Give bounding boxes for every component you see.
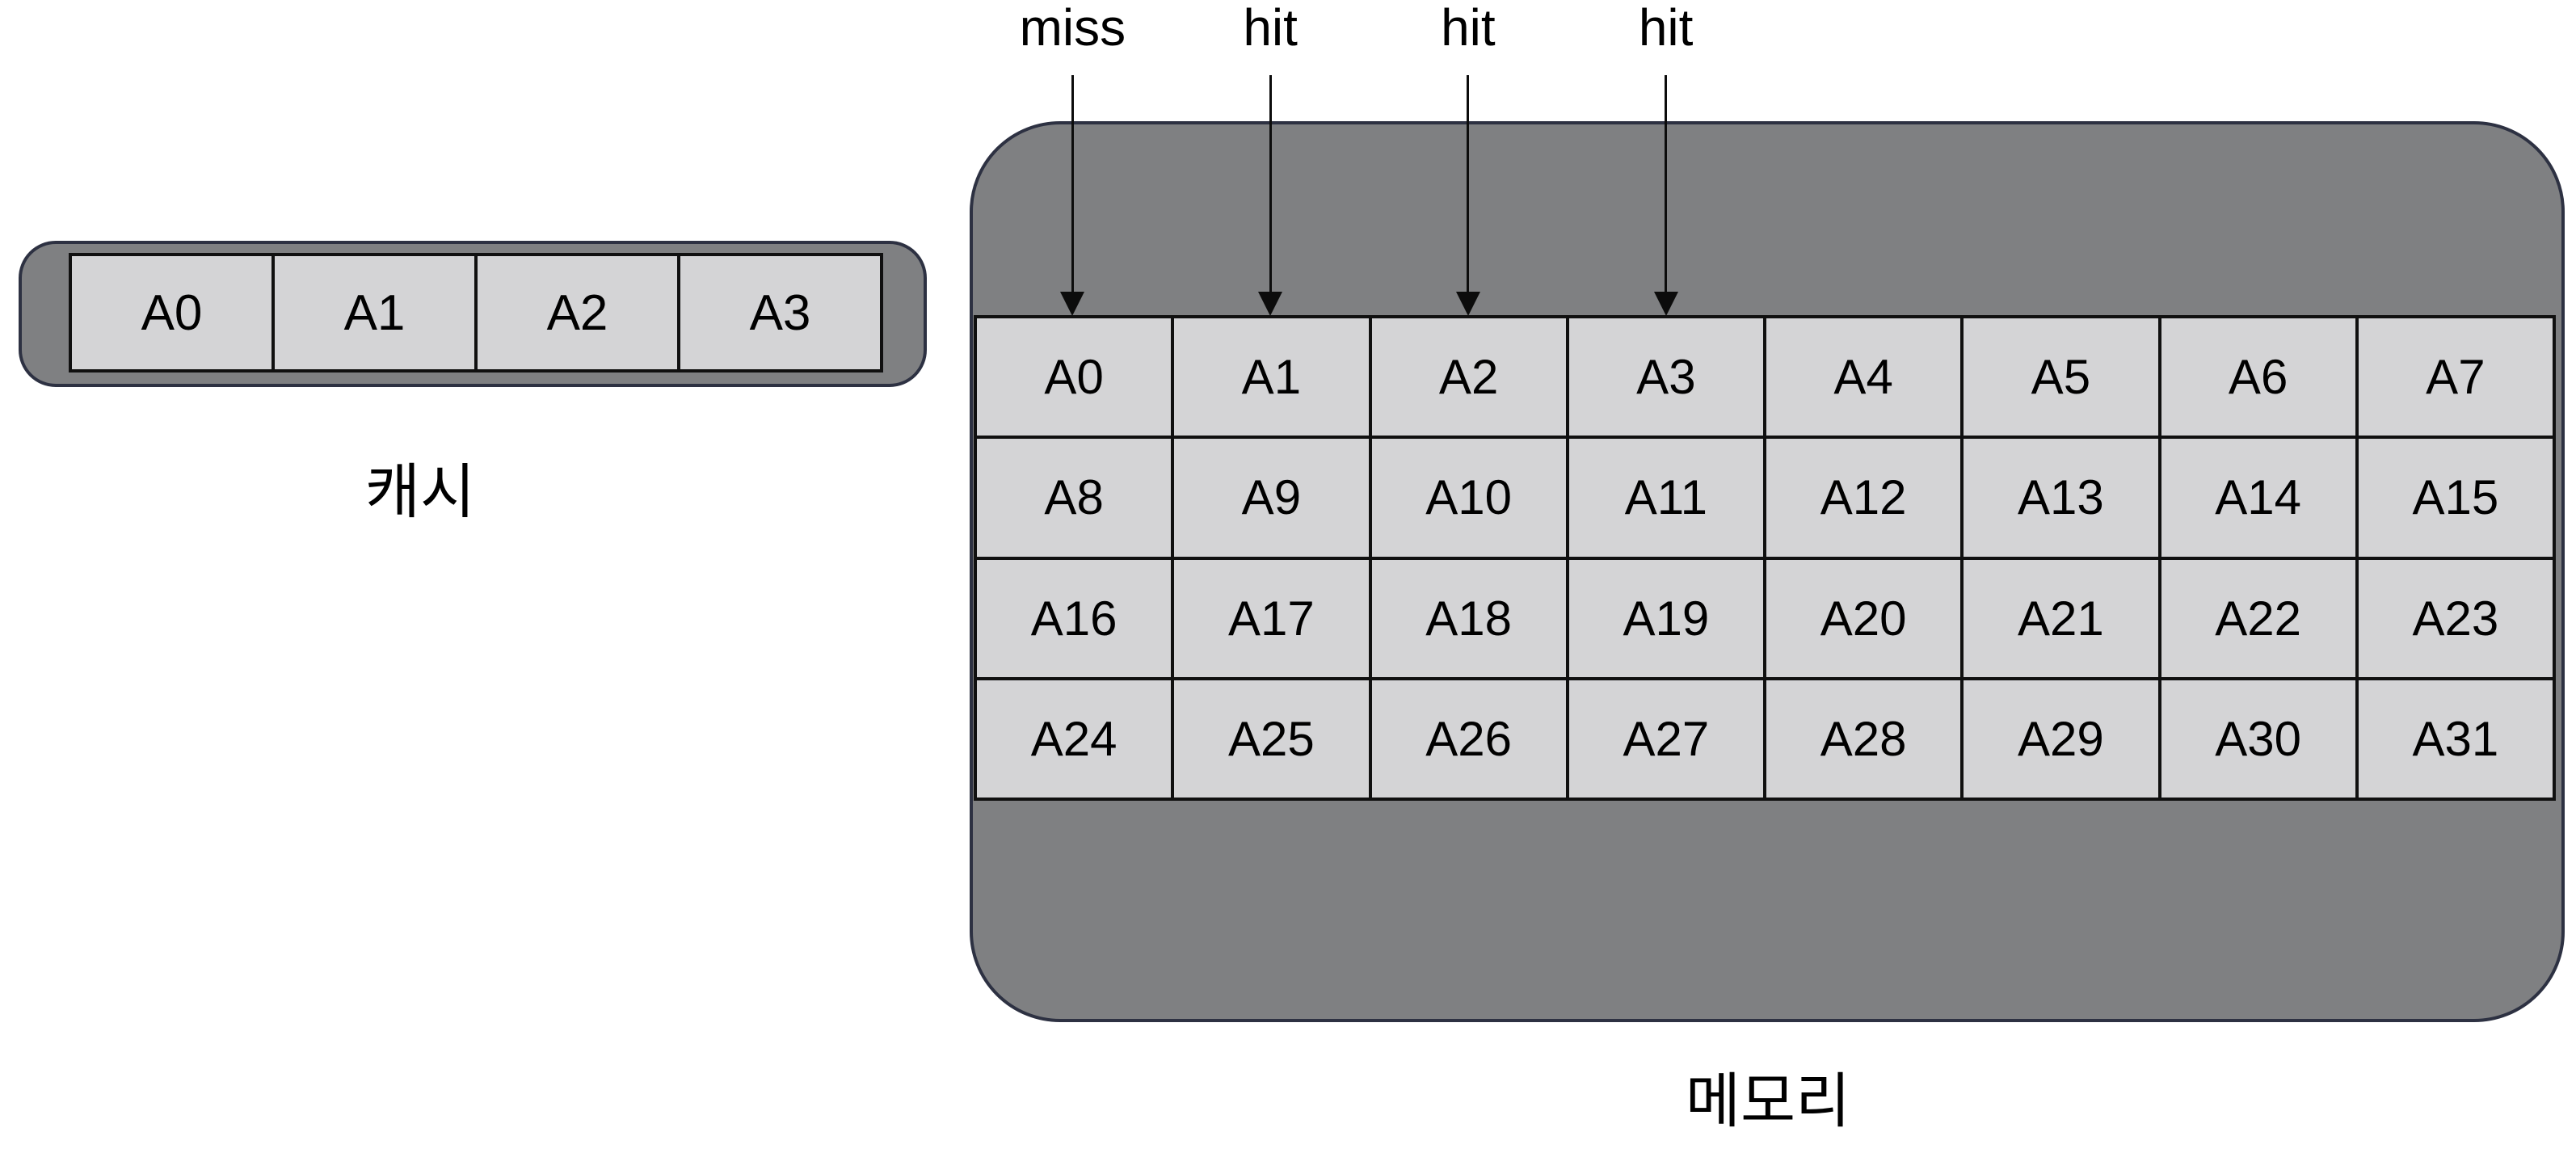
memory-cell-A21: A21: [1962, 558, 2160, 679]
memory-cell-A19: A19: [1567, 558, 1765, 679]
memory-cell-A31: A31: [2356, 678, 2554, 799]
memory-cell-A5: A5: [1962, 317, 2160, 438]
memory-cell-A1: A1: [1172, 317, 1370, 438]
memory-cell-A4: A4: [1765, 317, 1963, 438]
access-result-label-A3: hit: [1638, 0, 1694, 57]
memory-cell-A23: A23: [2356, 558, 2554, 679]
memory-cell-A17: A17: [1172, 558, 1370, 679]
memory-cell-A24: A24: [975, 678, 1173, 799]
cache-cell-A3: A3: [679, 255, 882, 371]
access-result-label-A2: hit: [1441, 0, 1496, 57]
memory-cell-A7: A7: [2356, 317, 2554, 438]
memory-cell-A2: A2: [1370, 317, 1568, 438]
memory-cell-A28: A28: [1765, 678, 1963, 799]
access-result-label-A1: hit: [1243, 0, 1298, 57]
cache-caption: 캐시: [364, 458, 476, 525]
memory-cell-A3: A3: [1567, 317, 1765, 438]
memory-cell-A27: A27: [1567, 678, 1765, 799]
memory-cell-A12: A12: [1765, 437, 1963, 558]
memory-cell-A13: A13: [1962, 437, 2160, 558]
memory-cell-A11: A11: [1567, 437, 1765, 558]
memory-cell-A29: A29: [1962, 678, 2160, 799]
memory-cell-A20: A20: [1765, 558, 1963, 679]
memory-cell-A30: A30: [2159, 678, 2357, 799]
memory-cell-A26: A26: [1370, 678, 1568, 799]
memory-cell-A25: A25: [1172, 678, 1370, 799]
memory-cell-A6: A6: [2159, 317, 2357, 438]
memory-cell-A16: A16: [975, 558, 1173, 679]
access-result-label-A0: miss: [1019, 0, 1126, 57]
cache-cell-A2: A2: [476, 255, 679, 371]
memory-cell-A8: A8: [975, 437, 1173, 558]
memory-cell-A9: A9: [1172, 437, 1370, 558]
memory-cell-A10: A10: [1370, 437, 1568, 558]
cache-cell-A0: A0: [70, 255, 273, 371]
memory-cell-A18: A18: [1370, 558, 1568, 679]
memory-cell-A15: A15: [2356, 437, 2554, 558]
cache-cell-A1: A1: [273, 255, 476, 371]
memory-cell-A22: A22: [2159, 558, 2357, 679]
memory-cell-A0: A0: [975, 317, 1173, 438]
memory-cell-A14: A14: [2159, 437, 2357, 558]
memory-caption: 메모리: [1685, 1067, 1851, 1134]
